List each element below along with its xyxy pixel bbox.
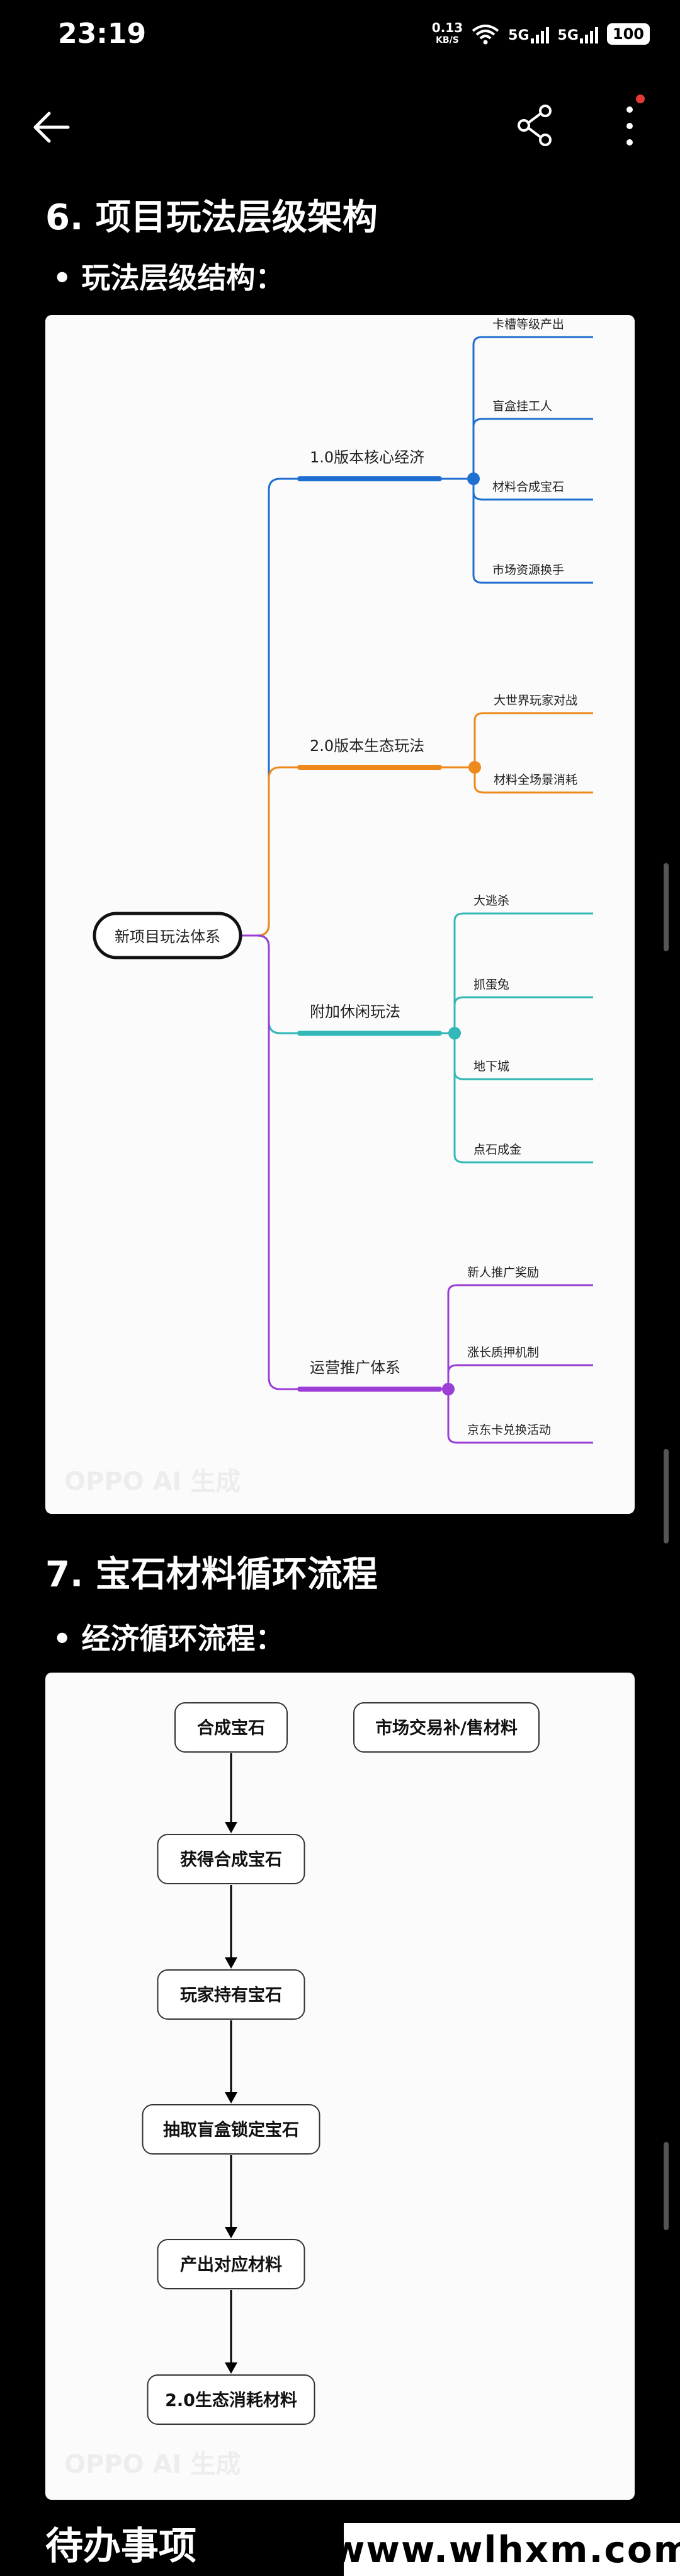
watermark: OPPO AI 生成 xyxy=(64,2450,241,2479)
leaf-label[interactable]: 新人推广奖励 xyxy=(467,1266,539,1279)
leaf-connector xyxy=(453,996,593,1005)
flow-side-label[interactable]: 市场交易补/售材料 xyxy=(375,1718,518,1738)
flow-arrow-head xyxy=(225,1957,237,1969)
flowchart-diagram: OPPO AI 生成 合成宝石获得合成宝石玩家持有宝石抽取盲盒锁定宝石产出对应材… xyxy=(64,1702,540,2479)
scrollbar-thumb[interactable] xyxy=(664,863,669,951)
network-type-label: 5G xyxy=(508,28,530,43)
scrollbar-thumb[interactable] xyxy=(664,2142,669,2230)
root-node-box xyxy=(93,912,242,959)
flow-step-box xyxy=(142,2104,320,2155)
branch-underline xyxy=(297,765,442,770)
leaf-connector xyxy=(472,491,593,501)
leaf-connector xyxy=(447,1434,593,1444)
leaf-label[interactable]: 市场资源换手 xyxy=(492,563,564,577)
share-icon[interactable] xyxy=(515,103,555,147)
leaf-label[interactable]: 点石成金 xyxy=(473,1143,521,1157)
mindmap-diagram: OPPO AI 生成 1.0版本核心经济 卡槽等级产出盲盒挂工人材料合成宝石市场资… xyxy=(64,318,593,1496)
section-6-subtitle: • 玩法层级结构： xyxy=(53,261,285,295)
leaf-label[interactable]: 材料全场景消耗 xyxy=(494,773,577,787)
branch-underline xyxy=(297,1387,442,1392)
status-bar: 23:19 0.13 KB/S 5G 5G 100 xyxy=(0,0,680,69)
flowchart-card[interactable]: OPPO AI 生成 合成宝石获得合成宝石玩家持有宝石抽取盲盒锁定宝石产出对应材… xyxy=(45,1673,635,2500)
leaf-connector xyxy=(472,418,593,427)
leaf-connector xyxy=(447,1364,593,1373)
branch-connector xyxy=(241,934,448,1390)
branch-label[interactable]: 运营推广体系 xyxy=(310,1359,400,1377)
flow-step-label[interactable]: 玩家持有宝石 xyxy=(180,1985,282,2005)
branch-connector xyxy=(241,478,473,937)
signal-bars-icon xyxy=(530,25,549,43)
branch-dot xyxy=(448,1027,461,1039)
signal-sim2: 5G xyxy=(558,25,598,43)
flow-arrow-head xyxy=(225,1822,237,1833)
root-node-label[interactable]: 新项目玩法体系 xyxy=(115,928,220,946)
flow-step-label[interactable]: 抽取盲盒锁定宝石 xyxy=(163,2120,299,2140)
leaf-label[interactable]: 地下城 xyxy=(473,1060,509,1073)
network-speed: 0.13 KB/S xyxy=(431,20,463,45)
branch-dot xyxy=(442,1383,455,1395)
branch-label[interactable]: 附加休闲玩法 xyxy=(310,1003,400,1021)
leaf-connector xyxy=(453,1154,593,1164)
leaf-label[interactable]: 卡槽等级产出 xyxy=(492,318,564,331)
mindmap-card[interactable]: OPPO AI 生成 1.0版本核心经济 卡槽等级产出盲盒挂工人材料合成宝石市场资… xyxy=(45,315,635,1514)
branch-underline xyxy=(297,476,442,481)
flow-step-box xyxy=(174,1702,288,1753)
flow-arrow-head xyxy=(225,2227,237,2238)
flow-step-label[interactable]: 2.0生态消耗材料 xyxy=(165,2391,297,2410)
flow-step-box xyxy=(157,1969,305,2020)
leaf-connector xyxy=(453,912,593,922)
status-time: 23:19 xyxy=(58,18,147,50)
flow-step-box xyxy=(157,1834,305,1884)
leaf-connector xyxy=(472,336,593,345)
leaf-label[interactable]: 材料合成宝石 xyxy=(492,480,564,494)
network-type-label: 5G xyxy=(557,28,579,43)
section-7-subtitle: • 经济循环流程： xyxy=(53,1622,285,1656)
leaf-label[interactable]: 大逃杀 xyxy=(473,894,509,908)
site-watermark-badge: www.wlhxm.com xyxy=(331,2523,680,2576)
branch-connector xyxy=(241,766,475,937)
flow-step-label[interactable]: 获得合成宝石 xyxy=(180,1850,282,1870)
signal-sim1: 5G xyxy=(508,25,549,43)
branch-underline xyxy=(297,1031,442,1036)
more-options-icon[interactable] xyxy=(617,102,642,150)
flow-arrow-head xyxy=(225,2362,237,2374)
app-bar xyxy=(0,94,680,157)
leaf-label[interactable]: 盲盒挂工人 xyxy=(492,399,552,413)
flow-side-box xyxy=(353,1702,540,1753)
back-arrow-icon[interactable] xyxy=(29,105,74,150)
flow-arrow-head xyxy=(225,2092,237,2104)
section-7-title: 7. 宝石材料循环流程 xyxy=(45,1554,378,1595)
flow-step-label[interactable]: 产出对应材料 xyxy=(180,2255,282,2275)
leaf-label[interactable]: 涨长质押机制 xyxy=(467,1346,539,1360)
leaf-connector xyxy=(473,784,593,794)
leaf-label[interactable]: 大世界玩家对战 xyxy=(494,694,577,707)
branch-label[interactable]: 2.0版本生态玩法 xyxy=(310,737,424,755)
leaf-label[interactable]: 京东卡兑换活动 xyxy=(467,1423,551,1437)
flow-step-label[interactable]: 合成宝石 xyxy=(197,1718,265,1738)
scrollbar-thumb[interactable] xyxy=(664,1449,669,1543)
signal-bars-icon xyxy=(579,25,598,43)
flow-step-box xyxy=(147,2374,315,2425)
leaf-connector xyxy=(447,1284,593,1293)
leaf-connector xyxy=(473,712,593,721)
branch-dot xyxy=(468,761,481,774)
leaf-connector xyxy=(453,1071,593,1080)
section-6-title: 6. 项目玩法层级架构 xyxy=(45,197,378,238)
flow-step-box xyxy=(157,2239,305,2289)
leaf-connector xyxy=(472,575,593,584)
branch-label[interactable]: 1.0版本核心经济 xyxy=(310,449,424,466)
todo-section-title: 待办事项 xyxy=(45,2524,196,2568)
battery-icon: 100 xyxy=(606,23,650,45)
branch-dot xyxy=(467,472,480,485)
status-icons: 0.13 KB/S 5G 5G 100 xyxy=(432,21,650,47)
leaf-label[interactable]: 抓蛋兔 xyxy=(473,978,509,992)
watermark: OPPO AI 生成 xyxy=(64,1467,241,1496)
notification-dot xyxy=(636,94,645,103)
wifi-icon xyxy=(472,25,499,45)
